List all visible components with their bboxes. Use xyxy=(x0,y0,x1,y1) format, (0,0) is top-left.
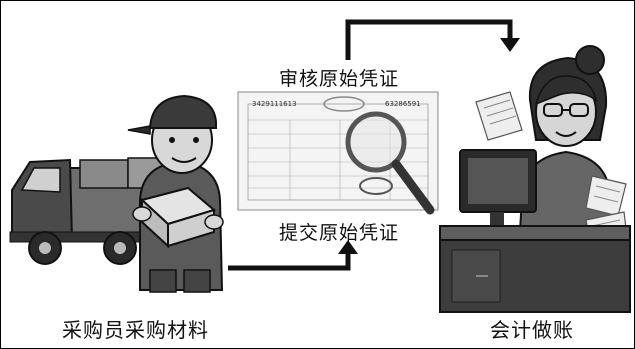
accountant-figure xyxy=(518,45,614,233)
submit-voucher-label: 提交原始凭证 xyxy=(279,222,400,244)
purchaser-caption: 采购员采购材料 xyxy=(62,318,209,342)
magnifier-icon xyxy=(345,111,435,215)
review-voucher-label: 审核原始凭证 xyxy=(279,68,400,90)
computer-monitor xyxy=(459,149,537,226)
accountant-caption: 会计做账 xyxy=(490,318,574,342)
truck-illustration xyxy=(9,157,201,265)
purchaser-figure xyxy=(127,94,224,293)
flow-arrow-top xyxy=(345,19,520,60)
voucher-number-left: 3429111613 xyxy=(252,100,297,108)
desk xyxy=(439,225,631,313)
flying-paper-1 xyxy=(475,91,523,141)
flow-arrow-bottom xyxy=(228,240,358,271)
voucher-document xyxy=(237,91,439,211)
voucher-number-right: 63286591 xyxy=(385,100,421,108)
flying-paper-2 xyxy=(585,175,627,217)
